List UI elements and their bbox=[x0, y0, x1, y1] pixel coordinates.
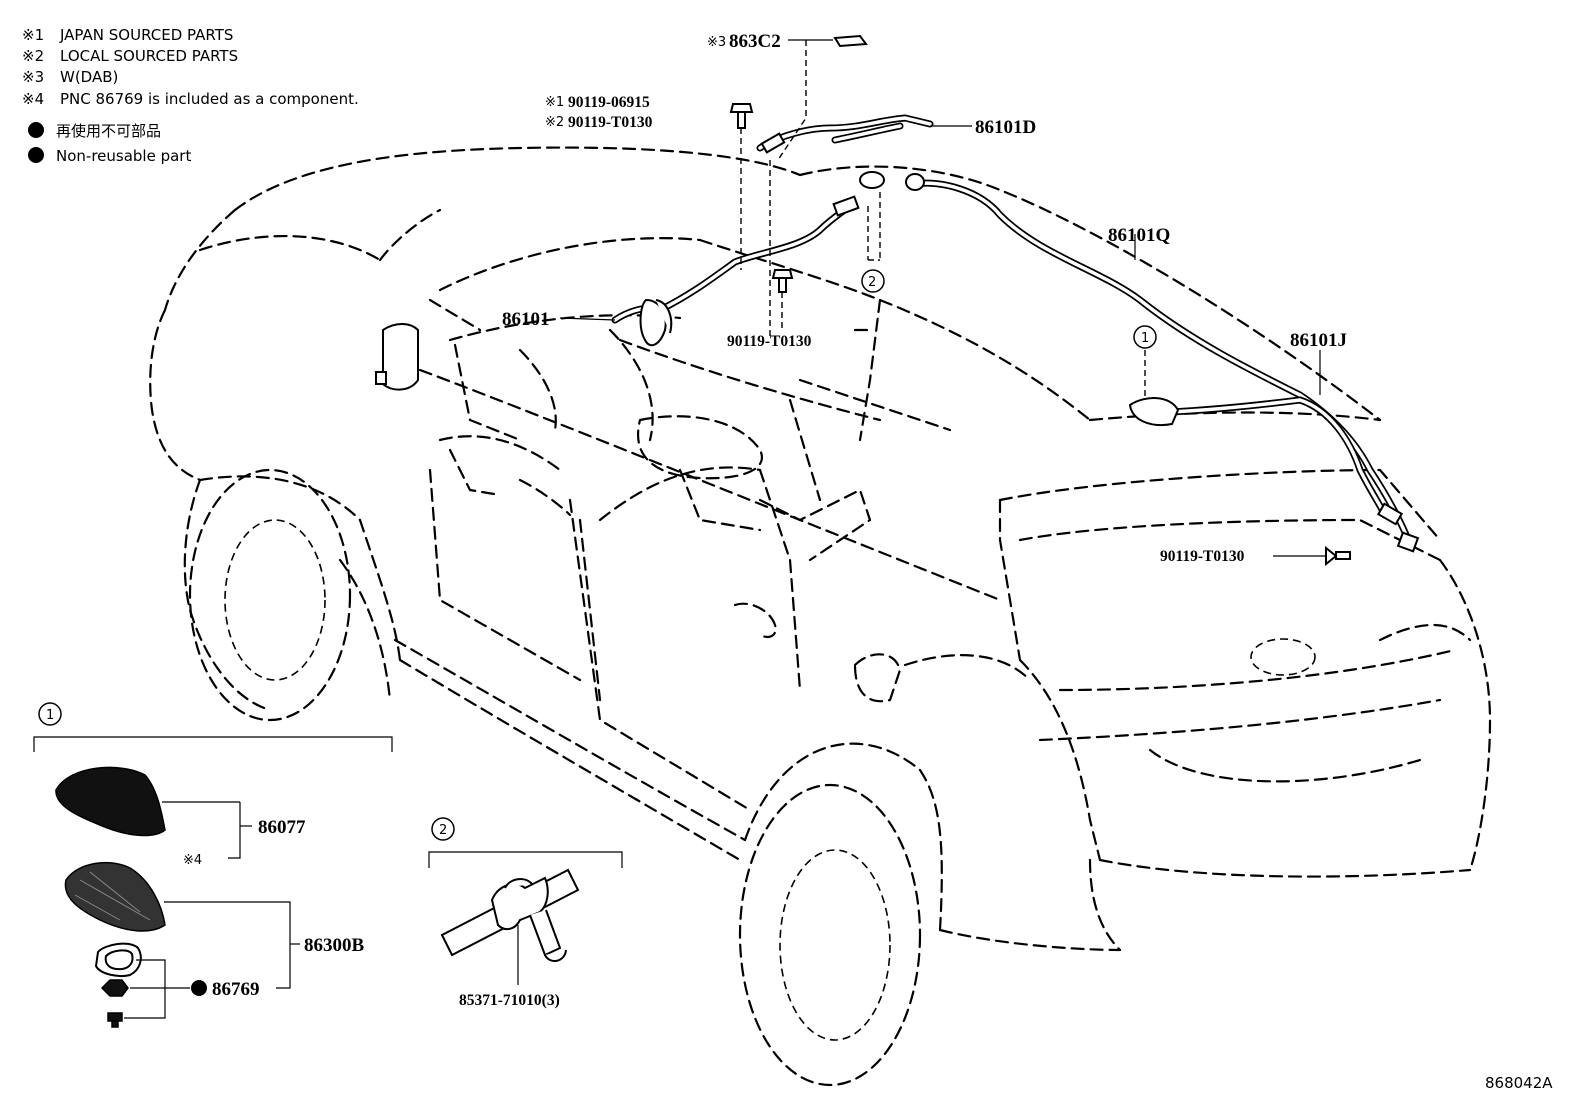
ref-circle-1 bbox=[1133, 325, 1157, 349]
group-1-antenna: 1 86077 ※4 86300B 86769 bbox=[33, 702, 393, 1028]
bolt-90119-T0130-mid bbox=[771, 269, 794, 293]
note-4-mark: ※4 bbox=[22, 90, 44, 108]
cable-86101D bbox=[756, 114, 934, 152]
legend-en: Non-reusable part bbox=[56, 147, 191, 165]
note-4-text: PNC 86769 is included as a component. bbox=[60, 90, 359, 108]
nut-icon bbox=[100, 979, 129, 997]
callout-863C2: 863C2 bbox=[729, 31, 781, 52]
legend-jp: 再使用不可部品 bbox=[56, 122, 161, 140]
note-1-mark: ※1 bbox=[22, 26, 44, 44]
bolt-90119-T0130-rear bbox=[1325, 545, 1351, 567]
callout-mark-3: ※3 bbox=[707, 35, 726, 50]
part-86300B: 86300B bbox=[304, 935, 365, 956]
callout-86101Q: 86101Q bbox=[1108, 225, 1170, 246]
antenna-assy-86300B bbox=[64, 861, 166, 932]
roof-antenna-base bbox=[1128, 397, 1180, 426]
callout-90119-T0130-top: 90119-T0130 bbox=[568, 114, 653, 131]
callout-86101J: 86101J bbox=[1290, 330, 1347, 351]
group-2-ref: 2 bbox=[439, 823, 447, 838]
leader-lines bbox=[559, 39, 1326, 557]
bolt-90119-06915 bbox=[729, 103, 754, 129]
ref-2-label: 2 bbox=[868, 275, 876, 290]
diagram-code: 868042A bbox=[1485, 1074, 1553, 1092]
ref-circle-2 bbox=[861, 269, 885, 293]
vehicle-outline bbox=[149, 146, 1492, 1087]
callout-mark-1: ※1 bbox=[545, 95, 564, 110]
callouts: ※3 863C2 ※1 90119-06915 ※2 90119-T0130 8… bbox=[502, 31, 1347, 565]
screw-icon bbox=[107, 1012, 123, 1022]
part-85371-71010: 85371-71010(3) bbox=[459, 992, 560, 1009]
callout-86101: 86101 bbox=[502, 309, 550, 330]
antenna-cover-86077 bbox=[55, 766, 166, 837]
antenna-cables bbox=[611, 34, 1420, 553]
part-86077-note: ※4 bbox=[183, 853, 202, 868]
note-2-mark: ※2 bbox=[22, 47, 44, 65]
antenna-texture bbox=[74, 871, 151, 921]
non-reusable-dot-icon bbox=[28, 122, 44, 138]
non-reusable-dot-icon bbox=[191, 980, 207, 996]
callout-90119-T0130-mid: 90119-T0130 bbox=[727, 333, 812, 350]
group-1-ref-circle bbox=[38, 702, 62, 726]
ref-1-label: 1 bbox=[1141, 331, 1149, 346]
callout-mark-2: ※2 bbox=[545, 115, 564, 130]
notes-block: ※1 JAPAN SOURCED PARTS ※2 LOCAL SOURCED … bbox=[22, 26, 359, 165]
cable-86101J bbox=[1166, 396, 1389, 519]
group-2-ref-circle bbox=[431, 817, 455, 841]
non-reusable-dot-icon bbox=[28, 147, 44, 163]
note-3-mark: ※3 bbox=[22, 68, 44, 86]
note-1-text: JAPAN SOURCED PARTS bbox=[59, 26, 233, 44]
note-2-text: LOCAL SOURCED PARTS bbox=[60, 47, 238, 65]
part-86769: 86769 bbox=[212, 979, 260, 1000]
callout-90119-06915: 90119-06915 bbox=[568, 94, 650, 111]
callout-90119-T0130-rear: 90119-T0130 bbox=[1160, 548, 1245, 565]
part-86077: 86077 bbox=[258, 817, 306, 838]
note-3-text: W(DAB) bbox=[60, 68, 118, 86]
callout-86101D: 86101D bbox=[975, 117, 1036, 138]
group-2-clamp: 2 85371-71010(3) bbox=[428, 817, 623, 1009]
group-1-ref: 1 bbox=[46, 708, 54, 723]
